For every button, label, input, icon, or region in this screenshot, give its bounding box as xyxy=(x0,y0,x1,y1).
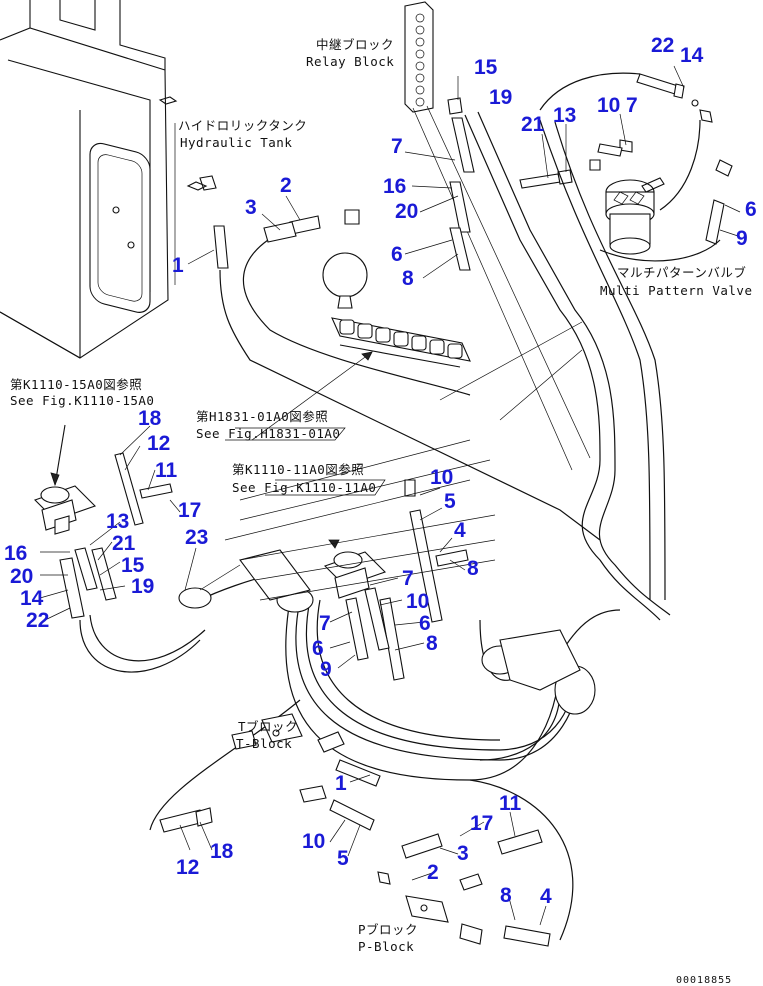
callout-11: 11 xyxy=(155,459,178,482)
leader-lines xyxy=(39,65,741,926)
callout-7: 7 xyxy=(626,94,638,117)
callout-13: 13 xyxy=(106,510,129,533)
callout-1: 1 xyxy=(335,772,347,795)
callout-5: 5 xyxy=(337,847,349,870)
callout-23: 23 xyxy=(185,526,208,549)
callout-6: 6 xyxy=(745,198,757,221)
callout-3: 3 xyxy=(245,196,257,219)
t-block-label-en: T-Block xyxy=(236,736,292,751)
callout-15: 15 xyxy=(121,554,145,577)
p-block xyxy=(377,829,551,947)
callout-8: 8 xyxy=(467,557,479,580)
callout-21: 21 xyxy=(521,113,545,136)
callout-17: 17 xyxy=(470,812,493,835)
callout-21: 21 xyxy=(112,532,136,555)
accumulator-valve xyxy=(251,252,471,441)
callout-14: 14 xyxy=(680,44,704,67)
callout-20: 20 xyxy=(10,565,33,588)
center-ppc-valve xyxy=(323,479,469,681)
relay-block-label-en: Relay Block xyxy=(306,54,394,69)
callout-1: 1 xyxy=(172,254,184,277)
callout-8: 8 xyxy=(426,632,438,655)
document-id: 00018855 xyxy=(676,975,732,986)
callout-9: 9 xyxy=(320,658,332,681)
callout-4: 4 xyxy=(454,519,466,542)
callout-10: 10 xyxy=(302,830,325,853)
callout-12: 12 xyxy=(147,432,170,455)
callout-9: 9 xyxy=(736,227,748,250)
callout-22: 22 xyxy=(651,34,674,57)
callout-7: 7 xyxy=(319,612,331,635)
callout-10: 10 xyxy=(406,590,429,613)
relay-block xyxy=(404,1,591,471)
hydraulic-tank-label-en: Hydraulic Tank xyxy=(180,135,292,150)
callout-8: 8 xyxy=(402,267,414,290)
callout-10: 10 xyxy=(597,94,620,117)
callout-19: 19 xyxy=(489,86,512,109)
callout-7: 7 xyxy=(402,567,414,590)
ref-k1110-15-label-jp: 第K1110-15A0図参照 xyxy=(10,377,142,392)
t-block xyxy=(159,713,381,833)
callout-18: 18 xyxy=(210,840,234,863)
callout-2: 2 xyxy=(427,861,439,884)
p-block-label-en: P-Block xyxy=(358,939,414,954)
multi-pattern-valve xyxy=(605,177,665,255)
ref-k1110-11-label-jp: 第K1110-11A0図参照 xyxy=(232,462,364,477)
callout-11: 11 xyxy=(499,792,522,815)
callout-5: 5 xyxy=(444,490,456,513)
callout-7: 7 xyxy=(391,135,403,158)
callout-15: 15 xyxy=(474,56,498,79)
ref-h1831-label-en: See Fig.H1831-01A0 xyxy=(196,426,340,441)
callout-14: 14 xyxy=(20,587,44,610)
multi-pattern-valve-label-jp: マルチパターンバルブ xyxy=(617,265,746,280)
left-ppc-valve xyxy=(33,424,173,619)
callout-6: 6 xyxy=(391,243,403,266)
hydraulic-tank-label-jp: ハイドロリックタンク xyxy=(178,118,307,133)
callout-3: 3 xyxy=(457,842,469,865)
callout-19: 19 xyxy=(131,575,154,598)
callout-16: 16 xyxy=(383,175,406,198)
ref-k1110-15-label-en: See Fig.K1110-15A0 xyxy=(10,393,154,408)
ref-h1831-label-jp: 第H1831-01A0図参照 xyxy=(196,409,328,424)
multi-pattern-valve-label-en: Multi Pattern Valve xyxy=(600,283,753,298)
guide-lines xyxy=(224,321,583,601)
callout-6: 6 xyxy=(419,612,431,635)
callout-2: 2 xyxy=(280,174,292,197)
callout-10: 10 xyxy=(430,466,453,489)
hydraulic-tank xyxy=(0,0,217,359)
p-block-label-jp: Pブロック xyxy=(358,922,418,937)
callout-8: 8 xyxy=(500,884,512,907)
fittings-top xyxy=(213,73,733,271)
callout-4: 4 xyxy=(540,885,552,908)
relay-block-label-jp: 中継ブロック xyxy=(316,37,394,52)
callout-6: 6 xyxy=(312,637,324,660)
callout-22: 22 xyxy=(26,609,49,632)
callout-20: 20 xyxy=(395,200,418,223)
callout-13: 13 xyxy=(553,104,576,127)
callout-17: 17 xyxy=(178,499,201,522)
callout-16: 16 xyxy=(4,542,27,565)
callout-18: 18 xyxy=(138,407,162,430)
ref-k1110-11-label-en: See Fig.K1110-11A0 xyxy=(232,480,376,495)
reference-frames xyxy=(225,427,386,496)
callouts: 22 14 15 19 10 7 21 13 7 16 20 6 8 2 3 1… xyxy=(4,34,757,908)
hose-clamps xyxy=(178,549,596,715)
callout-12: 12 xyxy=(176,856,199,879)
t-block-label-jp: Tブロック xyxy=(238,719,298,734)
